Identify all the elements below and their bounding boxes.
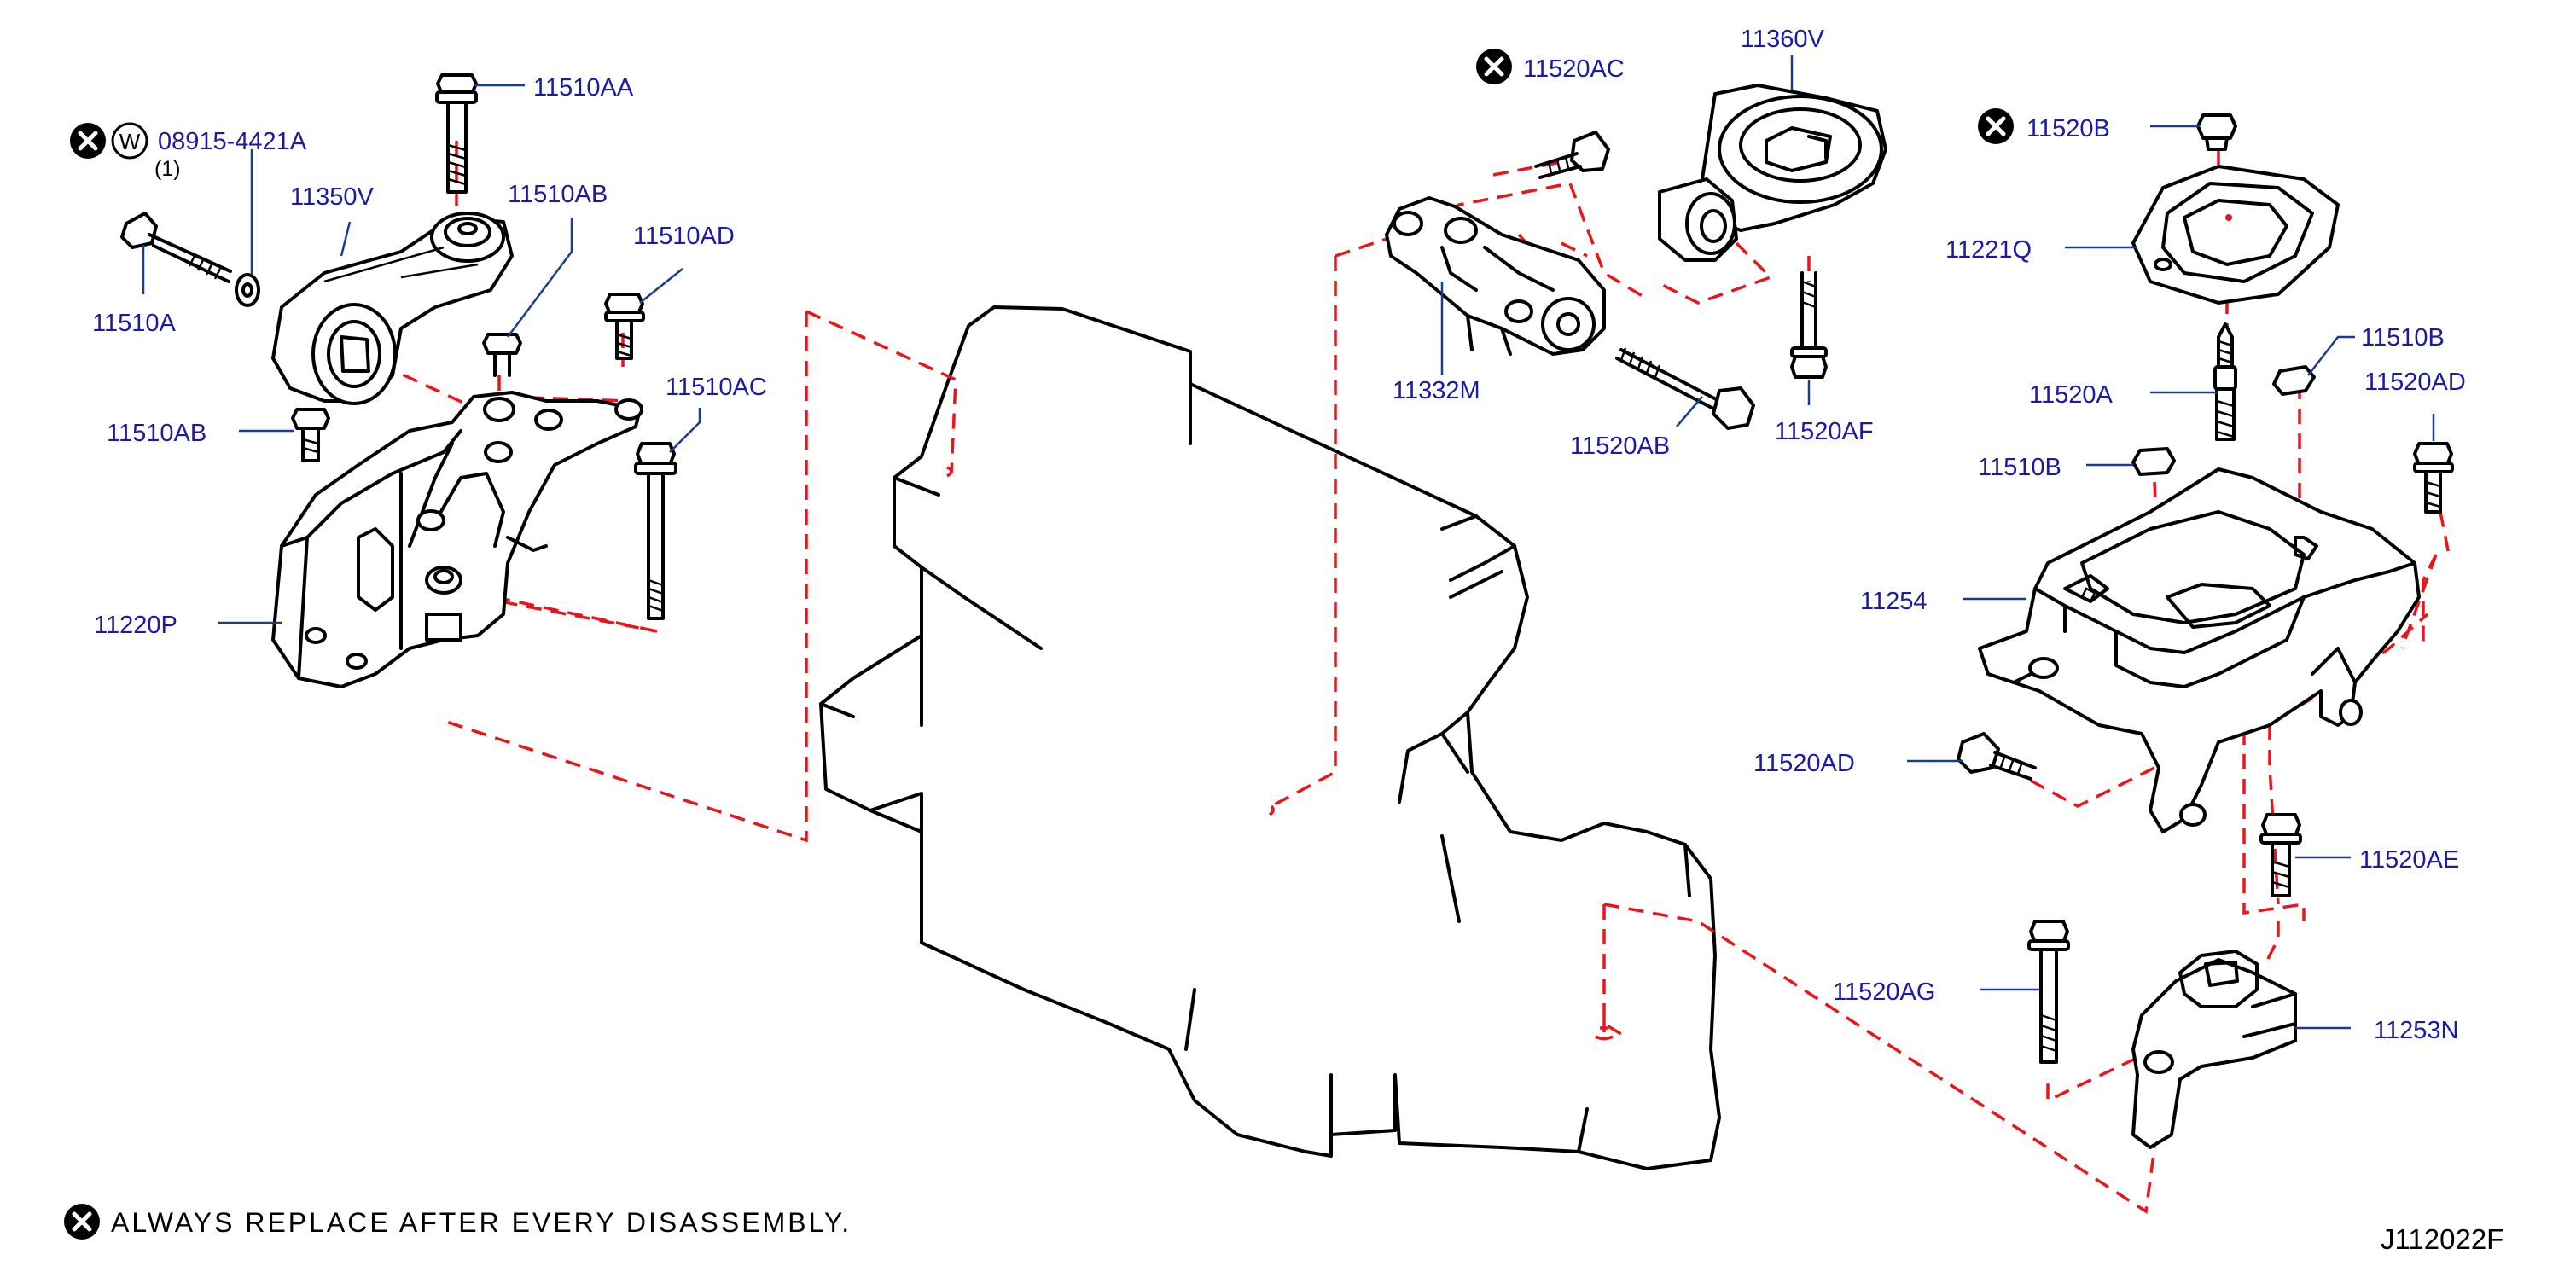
label-11510AB-left: 11510AB xyxy=(107,420,206,447)
bolt-11520AD-bottom xyxy=(1957,732,2037,781)
bolt-11510AD-left xyxy=(604,293,645,360)
label-11520A: 11520A xyxy=(2029,381,2113,409)
engine-mount-11350V xyxy=(271,212,514,405)
label-11520AB: 11520AB xyxy=(1570,433,1670,460)
torque-rod-11360V xyxy=(1658,84,1887,262)
label-11510AC: 11510AC xyxy=(666,374,767,401)
nut-11520B xyxy=(2196,113,2237,151)
label-11510AA: 11510AA xyxy=(533,74,634,102)
label-11510AD-left: 11510AD xyxy=(633,223,735,250)
label-11360V: 11360V xyxy=(1741,26,1824,53)
washer-08915-4421A xyxy=(235,273,260,307)
bolt-11510AB-left xyxy=(291,408,330,462)
bolt-11520AD-right xyxy=(2413,442,2454,514)
bolt-11510A xyxy=(120,212,232,283)
label-11510B-right: 11510B xyxy=(2361,324,2445,351)
label-11520AC: 11520AC xyxy=(1523,55,1625,83)
leader-11510AC xyxy=(669,408,701,453)
leader-11350V xyxy=(340,221,352,257)
label-11254: 11254 xyxy=(1860,588,1928,615)
replace-note: ALWAYS REPLACE AFTER EVERY DISASSEMBLY. xyxy=(111,1207,852,1238)
w-circle-icon: W xyxy=(111,122,148,160)
part-labels: 11510AA 08915-4421A (1) 11350V 11510AB 1… xyxy=(92,26,2466,1044)
mount-bracket-11254 xyxy=(1978,467,2421,833)
torque-rod-bracket-11332M xyxy=(1385,196,1606,356)
label-11510B-left: 11510B xyxy=(1978,454,2061,481)
label-11520AF: 11520AF xyxy=(1775,418,1874,445)
label-08915-qty: (1) xyxy=(154,157,181,181)
x-circle-icon xyxy=(1978,108,2014,144)
engine-attachment-markers xyxy=(946,466,1614,1041)
leader-11510AD-left xyxy=(639,268,683,304)
engine-block-outline xyxy=(819,305,1721,1170)
bolt-11520AG xyxy=(2027,920,2070,1064)
leader-lines xyxy=(142,55,2435,1030)
diagram-id: J112022F xyxy=(2381,1223,2503,1255)
nut-11510B-left xyxy=(2131,447,2176,476)
label-11520AD-bottom: 11520AD xyxy=(1753,750,1855,777)
label-11253N: 11253N xyxy=(2374,1017,2458,1044)
leader-11510B-right xyxy=(2307,335,2355,376)
label-11510A: 11510A xyxy=(92,310,176,337)
bolt-11520AE xyxy=(2259,813,2302,897)
label-11220P: 11220P xyxy=(94,612,177,639)
label-08915-4421A: 08915-4421A xyxy=(158,128,307,155)
insulator-11221Q xyxy=(2131,165,2340,305)
x-circle-icon xyxy=(70,123,106,159)
label-11332M: 11332M xyxy=(1393,377,1480,404)
label-11350V: 11350V xyxy=(290,183,374,211)
bolt-11520AC xyxy=(1534,131,1610,179)
label-11520B: 11520B xyxy=(2026,115,2110,142)
label-11221Q: 11221Q xyxy=(1945,236,2032,264)
bolt-11510AA xyxy=(435,73,478,194)
leader-11520AB xyxy=(1676,396,1703,427)
label-11520AD-right: 11520AD xyxy=(2364,369,2466,396)
bolt-11510AB-top xyxy=(482,333,522,377)
label-11520AG: 11520AG xyxy=(1833,979,1935,1006)
nut-11510B-right xyxy=(2272,365,2316,396)
stud-11520A xyxy=(2213,322,2237,441)
x-circle-icon xyxy=(64,1204,100,1240)
svg-text:W: W xyxy=(119,129,141,154)
x-circle-icon xyxy=(1476,49,1512,84)
leader-11510AB-top xyxy=(507,218,573,338)
label-11510AB-top: 11510AB xyxy=(508,181,608,208)
engine-bracket-11220P xyxy=(271,391,643,688)
bracket-11253N xyxy=(2131,950,2297,1149)
bolt-11510AC xyxy=(634,442,677,620)
bolt-11520AF xyxy=(1790,271,1828,379)
bolt-11520AB xyxy=(1615,347,1755,430)
label-11520AE: 11520AE xyxy=(2359,846,2459,874)
